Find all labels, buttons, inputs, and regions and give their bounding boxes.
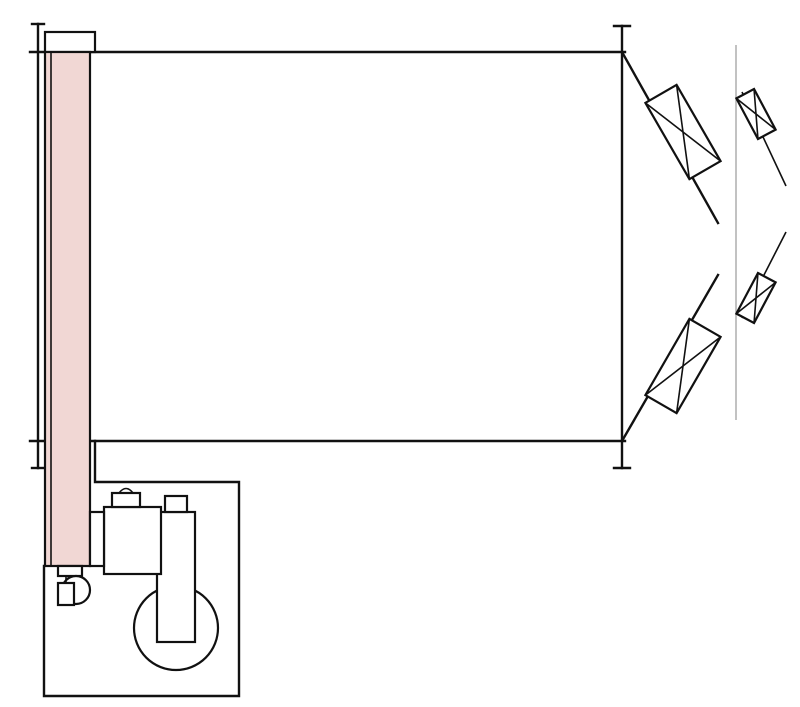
drive-column: [43, 50, 92, 568]
column-foot: [56, 564, 84, 578]
lower-small-roller-box: [734, 271, 778, 325]
upper-roller-box: [643, 83, 723, 181]
lower-roller-box: [643, 317, 723, 415]
wheel-bracket: [56, 581, 76, 607]
column-top-cap: [43, 30, 97, 54]
upper-small-roller-box: [734, 87, 778, 141]
motor-column-cap: [163, 494, 189, 514]
motor-terminal-arc: [118, 487, 134, 494]
base-housing: [42, 439, 241, 698]
motor-top-terminal: [110, 491, 142, 509]
motor-block: [102, 505, 163, 576]
motor-coupling: [88, 510, 106, 568]
motor-column: [155, 510, 197, 644]
